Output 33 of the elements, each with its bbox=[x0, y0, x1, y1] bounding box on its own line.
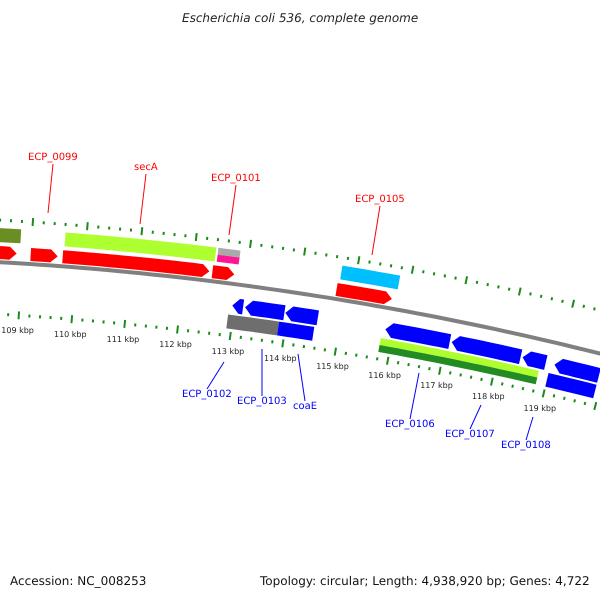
scale-label: 116 kbp bbox=[368, 372, 401, 380]
leader-line bbox=[48, 164, 54, 214]
scale-label: 109 kbp bbox=[1, 327, 34, 336]
leader-line bbox=[470, 404, 482, 430]
gene-label: ECP_0107 bbox=[444, 429, 496, 441]
gene-label: ECP_0099 bbox=[27, 152, 79, 164]
gene-label: ECP_0103 bbox=[236, 396, 288, 408]
gene-label: ECP_0106 bbox=[384, 419, 436, 431]
gene-label: secA bbox=[133, 162, 159, 174]
gene-label: ECP_0105 bbox=[354, 194, 406, 206]
gene-label: coaE bbox=[292, 401, 318, 413]
scale-label: 113 kbp bbox=[212, 348, 244, 356]
scale-label: 117 kbp bbox=[420, 382, 453, 390]
scale-label: 118 kbp bbox=[472, 393, 505, 402]
gene-label: ECP_0101 bbox=[210, 173, 262, 185]
scale-label: 112 kbp bbox=[159, 341, 192, 350]
leader-line bbox=[298, 354, 306, 402]
scale-label: 114 kbp bbox=[264, 355, 297, 364]
leader-line bbox=[526, 416, 534, 440]
leader-line bbox=[140, 174, 146, 224]
gene-label: ECP_0108 bbox=[500, 440, 552, 452]
scale-label: 111 kbp bbox=[106, 336, 140, 344]
leader-line bbox=[228, 184, 236, 236]
gene-label: ECP_0102 bbox=[181, 389, 233, 401]
leader-line bbox=[410, 372, 420, 420]
leader-line bbox=[372, 206, 380, 256]
title: Escherichia coli 536, complete genome bbox=[182, 12, 418, 24]
genome-stats-text: Topology: circular; Length: 4,938,920 bp; Genes: 4,722 bbox=[260, 575, 590, 587]
scale-label: 115 kbp bbox=[316, 363, 349, 372]
scale-label: 119 kbp bbox=[523, 404, 556, 413]
scale-label: 110 kbp bbox=[54, 331, 87, 340]
leader-line bbox=[206, 362, 224, 390]
accession-text: Accession: NC_008253 bbox=[10, 575, 146, 587]
